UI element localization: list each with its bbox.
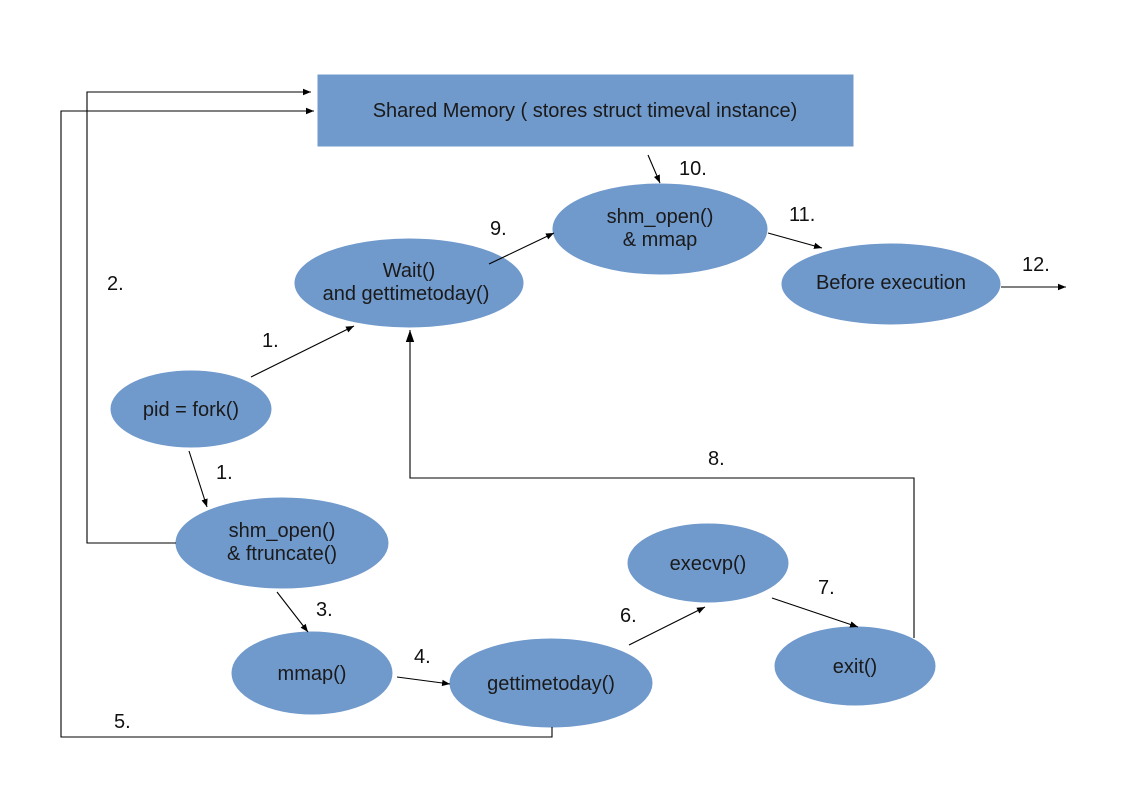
exit-node: exit() xyxy=(774,626,936,706)
before-execution-ellipse xyxy=(781,243,1001,325)
edge-exit-to-wait xyxy=(405,330,915,638)
edge-shared-memory-to-shm-open-mmap xyxy=(647,154,661,184)
fork-node: pid = fork() xyxy=(110,370,272,448)
edge-label-2: 2. xyxy=(107,273,124,295)
wait-node: Wait() and gettimetoday() xyxy=(294,238,524,328)
edge-label-10: 10. xyxy=(679,158,707,180)
edge-fork-to-wait xyxy=(250,325,355,378)
edge-mmap-to-gettimetoday xyxy=(396,676,451,687)
edge-shm-open-mmap-to-before-execution xyxy=(767,232,823,249)
gettimetoday-ellipse xyxy=(449,638,653,728)
shm-open-mmap-label-line1: shm_open() xyxy=(607,206,714,228)
edge-label-11: 11. xyxy=(789,204,815,226)
exit-label: exit() xyxy=(833,656,877,678)
edge-label-9: 9. xyxy=(490,218,507,240)
wait-label-line2: and gettimetoday() xyxy=(323,283,490,305)
before-execution-label: Before execution xyxy=(816,272,966,294)
shm-open-ftruncate-label-line1: shm_open() xyxy=(229,520,336,542)
gettimetoday-node: gettimetoday() xyxy=(449,638,653,728)
edge-label-7: 7. xyxy=(818,577,835,599)
shm-open-mmap-node: shm_open() & mmap xyxy=(552,183,768,275)
edge-execvp-to-exit xyxy=(771,597,859,628)
edge-shm-open-to-shared-memory xyxy=(86,88,311,544)
mmap-node: mmap() xyxy=(231,631,393,715)
execvp-ellipse xyxy=(627,523,789,603)
execvp-label: execvp() xyxy=(670,553,747,575)
edge-label-3: 3. xyxy=(316,599,333,621)
edge-fork-to-shm-open xyxy=(188,450,208,508)
gettimetoday-label: gettimetoday() xyxy=(487,673,615,695)
edge-shm-open-to-mmap xyxy=(276,591,309,633)
fork-label: pid = fork() xyxy=(143,399,239,421)
wait-label-line1: Wait() xyxy=(383,260,436,282)
edge-label-5: 5. xyxy=(114,711,131,733)
before-execution-node: Before execution xyxy=(781,243,1001,325)
fork-ellipse xyxy=(110,370,272,448)
wait-ellipse xyxy=(294,238,524,328)
edge-gettimetoday-to-shared-memory xyxy=(60,107,553,738)
shared-memory-label: Shared Memory ( stores struct timeval in… xyxy=(373,100,798,122)
edge-label-4: 4. xyxy=(414,646,431,668)
shm-open-mmap-label-line2: & mmap xyxy=(623,229,697,251)
edge-gettimetoday-to-execvp xyxy=(628,606,706,646)
shared-memory-box xyxy=(317,74,854,147)
edge-label-12: 12. xyxy=(1022,254,1050,276)
shm-open-ftruncate-node: shm_open() & ftruncate() xyxy=(175,497,389,589)
edge-label-1-upper: 1. xyxy=(262,330,279,352)
edge-label-1-lower: 1. xyxy=(216,462,233,484)
shm-open-mmap-ellipse xyxy=(552,183,768,275)
edge-label-8: 8. xyxy=(708,448,725,470)
mmap-label: mmap() xyxy=(278,663,347,685)
shared-memory-node: Shared Memory ( stores struct timeval in… xyxy=(317,74,854,147)
shm-open-ftruncate-label-line2: & ftruncate() xyxy=(227,543,337,565)
mmap-ellipse xyxy=(231,631,393,715)
edge-wait-to-shm-open-mmap xyxy=(488,232,555,265)
edge-label-6: 6. xyxy=(620,605,637,627)
execvp-node: execvp() xyxy=(627,523,789,603)
